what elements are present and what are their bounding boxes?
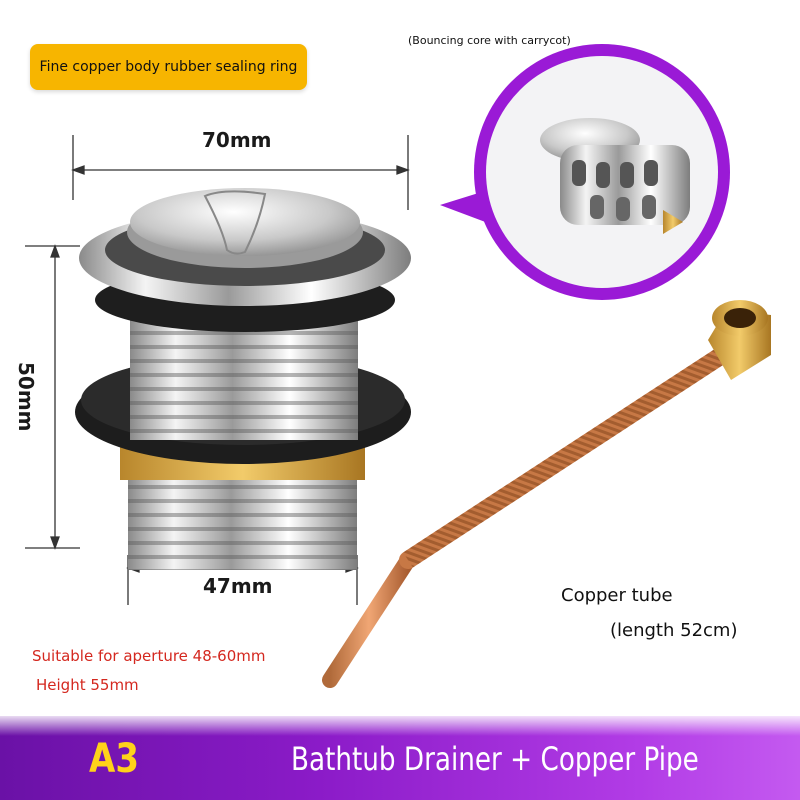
- feature-badge: Fine copper body rubber sealing ring: [30, 44, 307, 90]
- tube-length: (length 52cm): [610, 620, 738, 641]
- product-illustration: [25, 44, 771, 688]
- copper-tube: [322, 300, 771, 688]
- drain-body: [75, 188, 411, 570]
- product-title: Bathtub Drainer + Copper Pipe: [291, 740, 699, 778]
- spec-aperture: Suitable for aperture 48-60mm: [32, 647, 266, 665]
- dimension-width-top: 70mm: [202, 128, 272, 152]
- dimension-height: 50mm: [14, 362, 38, 432]
- tube-label: Copper tube: [561, 585, 673, 606]
- footer-shine: [0, 716, 800, 736]
- footer-banner: [0, 716, 800, 800]
- inset-callout: [440, 44, 730, 300]
- product-code: A3: [89, 736, 139, 782]
- dimension-width-bottom: 47mm: [203, 574, 273, 598]
- inset-note: (Bouncing core with carrycot): [408, 34, 571, 47]
- spec-height: Height 55mm: [36, 676, 139, 694]
- feature-badge-text: Fine copper body rubber sealing ring: [39, 59, 298, 75]
